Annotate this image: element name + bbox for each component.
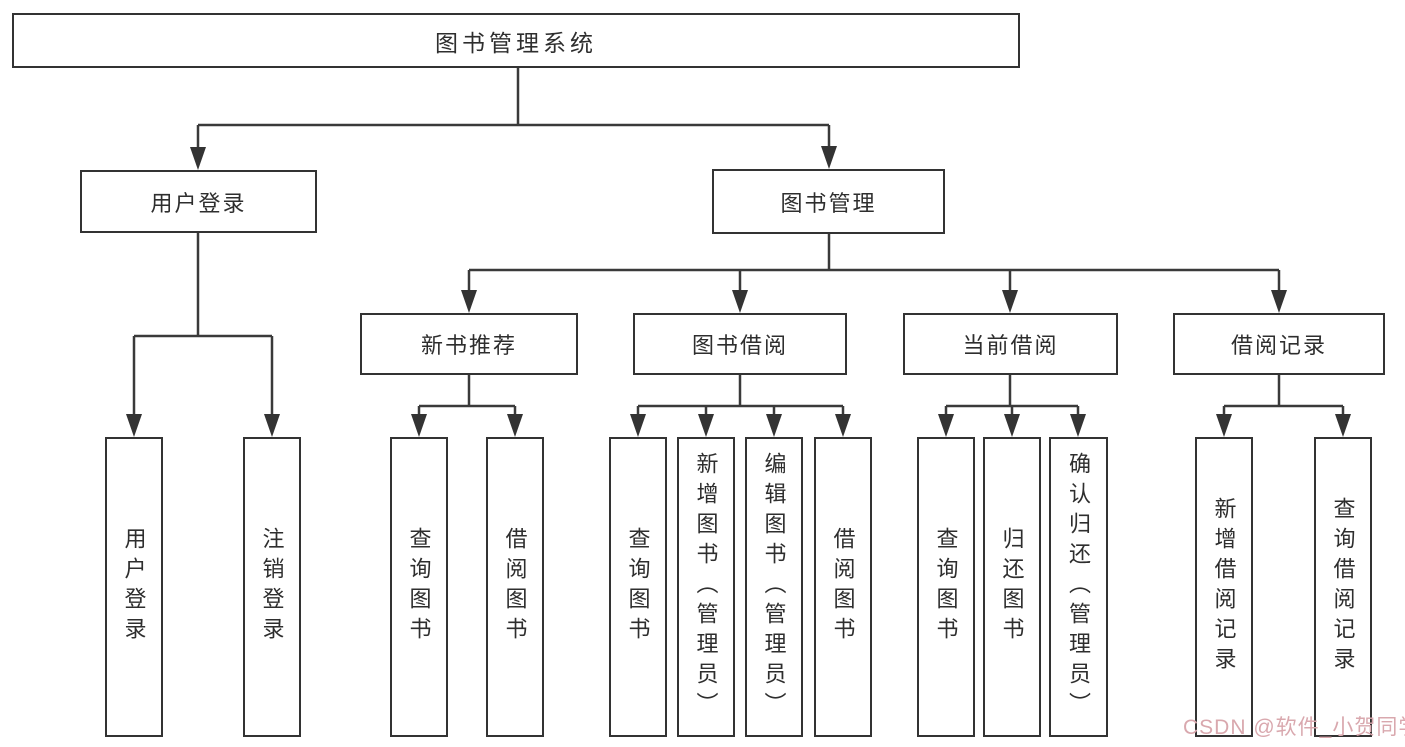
leaf-edit-book-admin: 编辑图书（管理员） <box>745 437 803 737</box>
node-book-borrow: 图书借阅 <box>633 313 847 375</box>
leaf-label: 新增图书（管理员） <box>693 452 719 722</box>
leaf-label: 注销登录 <box>259 527 285 647</box>
leaf-query-borrow-record: 查询借阅记录 <box>1314 437 1372 737</box>
node-root-system: 图书管理系统 <box>12 13 1020 68</box>
node-borrow-records: 借阅记录 <box>1173 313 1385 375</box>
leaf-borrow-book: 借阅图书 <box>814 437 872 737</box>
node-user-login: 用户登录 <box>80 170 317 233</box>
leaf-logout: 注销登录 <box>243 437 301 737</box>
leaf-query-book: 查询图书 <box>390 437 448 737</box>
node-label: 图书管理 <box>780 190 877 216</box>
leaf-label: 确认归还（管理员） <box>1066 452 1092 722</box>
node-label: 图书管理系统 <box>435 29 597 56</box>
node-label: 借阅记录 <box>1230 333 1327 358</box>
node-current-borrow: 当前借阅 <box>903 313 1118 375</box>
leaf-label: 查询图书 <box>933 527 959 647</box>
leaf-add-book-admin: 新增图书（管理员） <box>677 437 735 737</box>
leaf-add-borrow-record: 新增借阅记录 <box>1195 437 1253 737</box>
leaf-query-book: 查询图书 <box>917 437 975 737</box>
node-book-management: 图书管理 <box>712 169 945 234</box>
leaf-label: 编辑图书（管理员） <box>761 452 787 722</box>
leaf-label: 归还图书 <box>999 527 1025 647</box>
csdn-watermark: CSDN @软件_小贺同学 <box>1183 716 1405 739</box>
node-label: 用户登录 <box>150 190 247 216</box>
leaf-label: 借阅图书 <box>830 527 856 647</box>
leaf-label: 新增借阅记录 <box>1211 497 1237 677</box>
leaf-label: 用户登录 <box>121 527 147 647</box>
leaf-label: 查询图书 <box>625 527 651 647</box>
leaf-return-book: 归还图书 <box>983 437 1041 737</box>
leaf-borrow-book: 借阅图书 <box>486 437 544 737</box>
node-label: 当前借阅 <box>962 333 1059 358</box>
leaf-label: 借阅图书 <box>502 527 528 647</box>
leaf-label: 查询借阅记录 <box>1330 497 1356 677</box>
node-label: 新书推荐 <box>420 333 517 358</box>
leaf-user-login: 用户登录 <box>105 437 163 737</box>
node-label: 图书借阅 <box>691 333 788 358</box>
leaf-query-book: 查询图书 <box>609 437 667 737</box>
leaf-confirm-return-admin: 确认归还（管理员） <box>1049 437 1108 737</box>
node-new-book-recommend: 新书推荐 <box>360 313 578 375</box>
leaf-label: 查询图书 <box>406 527 432 647</box>
